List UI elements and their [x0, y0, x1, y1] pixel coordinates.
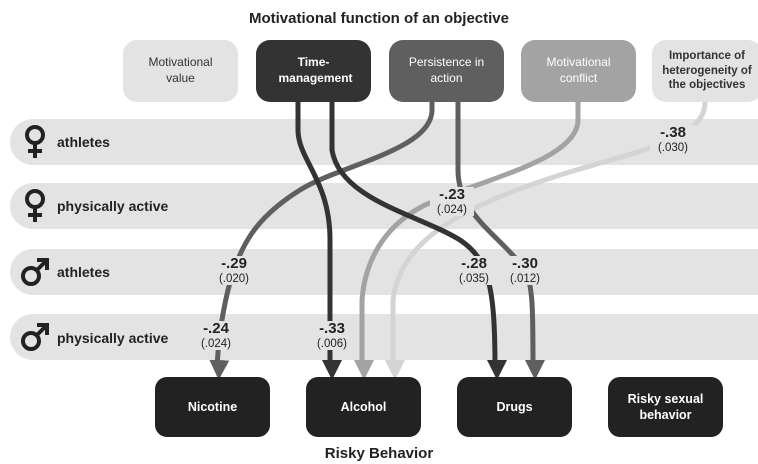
- coef-p: (.012): [509, 272, 541, 285]
- coef-p: (.020): [218, 272, 250, 285]
- outcome-drugs: Drugs: [457, 377, 572, 437]
- diagram-title: Motivational function of an objective: [248, 10, 509, 27]
- predictor-motivational-value: Motivational value: [123, 40, 238, 102]
- coef-persistence-nicotine-male-athletes: -.29 (.020): [212, 255, 256, 286]
- outcome-nicotine: Nicotine: [155, 377, 270, 437]
- male-symbol-icon: [21, 323, 49, 351]
- predictor-label: Persistence in action: [408, 55, 485, 85]
- coef-p: (.006): [316, 337, 348, 350]
- outcome-label: Alcohol: [340, 399, 387, 414]
- female-symbol-icon: [25, 189, 45, 222]
- predictor-persistence-in-action: Persistence in action: [389, 40, 504, 102]
- coef-time-drugs-male-athletes: -.28 (.035): [452, 255, 496, 286]
- group-band-male-athletes: [10, 249, 758, 295]
- coef-conflict-alcohol-female-physically-active: -.23 (.024): [430, 186, 474, 217]
- outcome-label: Drugs: [496, 399, 533, 414]
- group-label-female-athletes: athletes: [57, 134, 110, 150]
- coef-value: -.24: [203, 320, 229, 337]
- path-time-to-alcohol: [295, 102, 342, 380]
- predictor-label: Time-management: [278, 55, 353, 85]
- coef-heterogeneity-alcohol-female-athletes: -.38 (.030): [650, 124, 696, 155]
- outcome-label: Risky sexual behavior: [627, 391, 704, 422]
- predictor-label: Motivational value: [148, 55, 213, 85]
- coef-time-nicotine-male-physically-active: -.24 (.024): [194, 320, 238, 351]
- predictor-time-management: Time-management: [256, 40, 371, 102]
- coef-time-alcohol-male-physically-active: -.33 (.006): [310, 320, 354, 351]
- coef-value: -.38: [660, 124, 686, 141]
- female-symbol-icon: [25, 125, 45, 158]
- group-label-female-physically-active: physically active: [57, 198, 169, 214]
- coef-p: (.024): [436, 203, 468, 216]
- outcome-risky-sexual-behavior: Risky sexual behavior: [608, 377, 723, 437]
- predictor-importance-of-heterogeneity: Importance of heterogeneity of the objec…: [652, 40, 758, 102]
- path-time-to-drugs: [329, 102, 507, 380]
- coef-value: -.33: [319, 320, 345, 337]
- group-label-male-athletes: athletes: [57, 264, 110, 280]
- coef-value: -.28: [461, 255, 487, 272]
- coef-value: -.29: [221, 255, 247, 272]
- coef-p: (.030): [657, 141, 689, 154]
- predictor-label: Importance of heterogeneity of the objec…: [662, 49, 752, 92]
- predictor-label: Motivational conflict: [546, 55, 611, 85]
- coef-p: (.035): [458, 272, 490, 285]
- predictor-motivational-conflict: Motivational conflict: [521, 40, 636, 102]
- group-label-male-physically-active: physically active: [57, 330, 169, 346]
- coef-value: -.23: [439, 186, 465, 203]
- bottom-title: Risky Behavior: [324, 445, 434, 462]
- coef-value: -.30: [512, 255, 538, 272]
- group-band-male-physically-active: [10, 314, 758, 360]
- path-persistence-to-nicotine: [209, 102, 435, 381]
- outcome-alcohol: Alcohol: [306, 377, 421, 437]
- outcome-label: Nicotine: [187, 399, 238, 414]
- coef-persistence-drugs-male-athletes: -.30 (.012): [503, 255, 547, 286]
- group-band-female-athletes: [10, 119, 758, 165]
- male-symbol-icon: [21, 258, 49, 286]
- coef-p: (.024): [200, 337, 232, 350]
